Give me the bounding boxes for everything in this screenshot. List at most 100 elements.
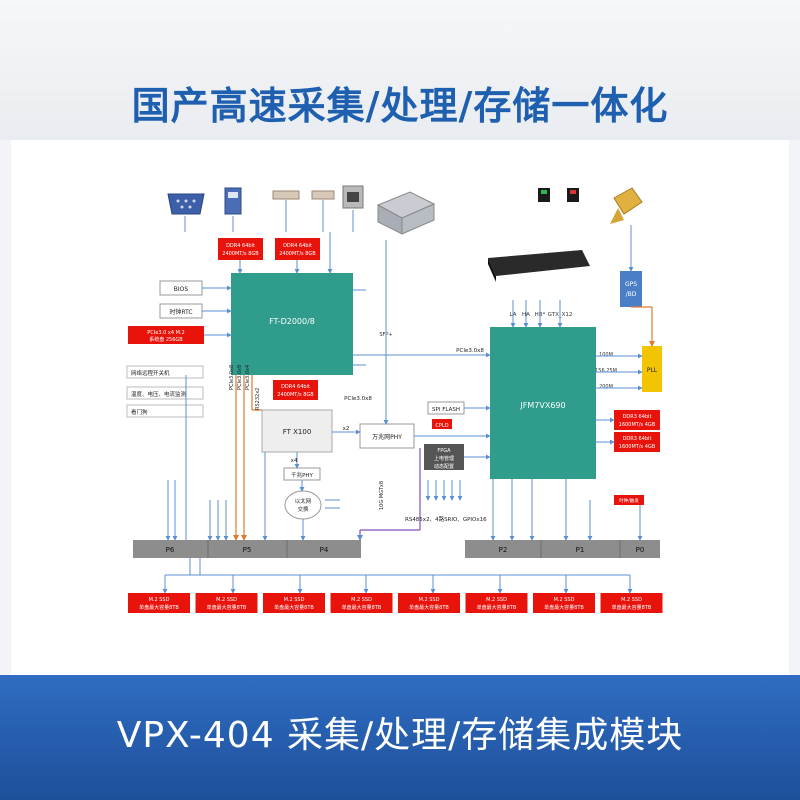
power-mgmt-box: FPGA 上电管理 动态配置 [424, 444, 464, 470]
pll-box: PLL [642, 346, 662, 392]
ssd-card-line1: M.2 SSD [284, 597, 305, 603]
gigabit-phy-label: 千兆PHY [291, 471, 313, 479]
clock-trigger-box: 时钟/触发 [614, 495, 644, 505]
left-note-2: 温度、电压、电流监测 [126, 386, 204, 400]
rj45-connector-icon [342, 185, 364, 209]
ddr4-module-3-line1: DDR4 64bit [281, 384, 310, 390]
connector-bar-right [465, 540, 660, 558]
ft-x100-chip: FT X100 [261, 409, 333, 453]
ssd-card-line1: M.2 SSD [216, 597, 237, 603]
ddr3-module-2-line1: DDR3 64bit [623, 436, 652, 442]
footer-title: VPX-404 采集/处理/存储集成模块 [116, 715, 684, 756]
connector-p6: P6 [166, 546, 175, 554]
left-note-1: 网络远程开关机 [126, 365, 204, 379]
rtc-box: 时钟RTC [159, 303, 203, 319]
clock-label-156m: 156.25M [595, 368, 617, 374]
jfm7vx690-fpga: JFM7VX690 [490, 327, 596, 479]
ddr4-module-2-line1: DDR4 64bit [283, 243, 312, 249]
footer-band [0, 675, 800, 800]
ssd-card-line2: 单盘最大容量8TB [274, 604, 314, 611]
gps-line2: /BD [626, 291, 637, 298]
bios-label: BIOS [174, 286, 189, 293]
ft-d2000-chip: FT-D2000/8 [231, 273, 353, 375]
ddr3-module-1-line2: 1600MT/s 4GB [619, 422, 656, 428]
pcb-connector-icon-2 [311, 190, 335, 200]
10g-phy-label: 万兆网PHY [372, 433, 402, 441]
left-note-1-text: 网络远程开关机 [131, 369, 170, 377]
link-label-gtx: 10G MGTx8 [379, 481, 385, 510]
ssd-card-line2: 单盘最大容量8TB [409, 604, 449, 611]
ssd-card-line1: M.2 SSD [351, 597, 372, 603]
link-label-rs232: RS232x2 [255, 388, 261, 410]
gps-box: GPS /BD [620, 271, 642, 307]
ddr3-module-2: DDR3 64bit 1600MT/s 4GB [614, 432, 660, 452]
cpld-label: CPLD [435, 423, 448, 429]
ssd-card-line2: 单盘最大容量8TB [544, 604, 584, 611]
m2-system-disk-line1: PCIe3.0 x4 M.2 [147, 330, 184, 336]
ssd-card-line1: M.2 SSD [149, 597, 170, 603]
connector-p2: P2 [499, 546, 508, 554]
clock-label-200m: 200M [599, 384, 613, 390]
ethernet-switch-line1: 以太网 [295, 497, 312, 505]
ssd-card-line2: 单盘最大容量8TB [477, 604, 517, 611]
ssd-card-line2: 单盘最大容量8TB [207, 604, 247, 611]
left-note-2-text: 温度、电压、电流监测 [131, 390, 187, 398]
ddr4-module-1-line2: 2400MT/s 8GB [222, 251, 259, 257]
cpld-box: CPLD [432, 419, 452, 429]
ddr4-module-1: DDR4 64bit 2400MT/s 8GB [218, 238, 263, 260]
ssd-card-line1: M.2 SSD [486, 597, 507, 603]
left-note-3-text: 看门狗 [131, 408, 148, 416]
smb-connector-icon [610, 187, 643, 224]
ddr4-module-3-line2: 2400MT/s 8GB [277, 392, 314, 398]
connector-p4: P4 [320, 546, 329, 554]
ssd-card-line1: M.2 SSD [419, 597, 440, 603]
ddr3-module-1-line1: DDR3 64bit [623, 414, 652, 420]
spi-flash-box: SPI FLASH [427, 401, 465, 415]
ssd-card-line2: 单盘最大容量8TB [612, 604, 652, 611]
ssd-card-line1: M.2 SSD [554, 597, 575, 603]
bios-box: BIOS [159, 280, 203, 296]
connection-lines [162, 200, 643, 594]
link-label-d2000-fpga: PCIe3.0x8 [456, 348, 484, 354]
bus-note: RS485x2、4路SRIO、GPIOx16 [405, 515, 487, 523]
pcb-connector-icon [272, 190, 300, 200]
ethernet-switch: 以太网 交换 [284, 490, 322, 520]
usb-connector-icon [224, 187, 242, 215]
connector-p0: P0 [636, 546, 645, 554]
gigabit-phy-box: 千兆PHY [283, 467, 321, 481]
sfp-cage-icon [376, 191, 436, 235]
page-title: 国产高速采集/处理/存储一体化 [131, 84, 669, 128]
rtc-label: 时钟RTC [169, 308, 192, 316]
purple-lines [357, 448, 421, 541]
link-label-pcie-x8-mid: PCIe3.0x8 [237, 365, 243, 390]
ddr4-module-2-line2: 2400MT/s 8GB [279, 251, 316, 257]
ethernet-switch-line2: 交换 [297, 505, 309, 513]
fmc-connector-icon [488, 250, 590, 282]
header-band [0, 0, 800, 140]
led-icons [538, 188, 579, 202]
connector-bar-left [133, 540, 361, 558]
jfm7vx690-label: JFM7VX690 [519, 401, 565, 410]
ssd-card-line2: 单盘最大容量8TB [139, 604, 179, 611]
power-mgmt-line1: FPGA [437, 448, 451, 454]
orange-lines [233, 306, 655, 541]
ddr4-module-3: DDR4 64bit 2400MT/s 8GB [273, 380, 318, 400]
pll-label: PLL [647, 367, 658, 374]
ddr3-module-2-line2: 1600MT/s 4GB [619, 444, 656, 450]
vga-connector-icon [167, 193, 205, 215]
ddr3-module-1: DDR3 64bit 1600MT/s 4GB [614, 410, 660, 430]
connector-p5: P5 [243, 546, 252, 554]
spi-flash-label: SPI FLASH [432, 407, 460, 413]
m2-system-disk: PCIe3.0 x4 M.2 系统盘 256GB [128, 326, 204, 344]
ddr4-module-1-line1: DDR4 64bit [226, 243, 255, 249]
